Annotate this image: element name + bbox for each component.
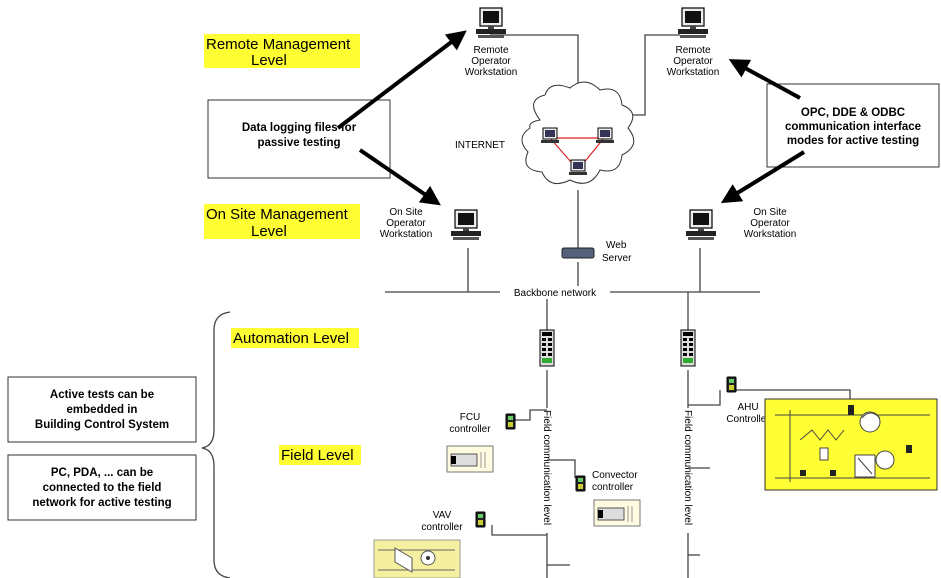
web-server[interactable]: Web Server: [561, 240, 632, 264]
svg-text:On Site: On Site: [753, 207, 787, 218]
on-site-management-level-label: On Site Management Level: [204, 204, 360, 240]
svg-text:Building Control System: Building Control System: [35, 419, 169, 431]
svg-text:Remote Management: Remote Management: [206, 36, 351, 53]
arrow-to-remote-right: [728, 59, 801, 100]
svg-text:Server: Server: [602, 253, 632, 264]
svg-text:Operator: Operator: [673, 56, 713, 67]
svg-text:Workstation: Workstation: [465, 67, 518, 78]
svg-text:Workstation: Workstation: [667, 67, 720, 78]
pc-pda-callout: PC, PDA, ... can be connected to the fie…: [7, 454, 197, 521]
svg-text:Level: Level: [251, 52, 287, 69]
field-communication-label-left: Field communication level: [541, 408, 553, 533]
svg-text:Operator: Operator: [471, 56, 511, 67]
svg-text:VAV: VAV: [433, 510, 452, 521]
svg-text:Operator: Operator: [386, 218, 426, 229]
svg-text:Web: Web: [606, 240, 627, 251]
svg-text:passive testing: passive testing: [257, 137, 340, 149]
arrow-to-onsite-left: [358, 148, 441, 206]
ahu-unit-panel: [764, 398, 938, 491]
svg-text:Convector: Convector: [592, 470, 638, 481]
controller-icon: [505, 413, 516, 430]
arrow-to-onsite-right: [720, 150, 806, 204]
svg-text:Automation Level: Automation Level: [233, 330, 349, 347]
svg-text:On Site: On Site: [389, 207, 423, 218]
workstation-icon: [475, 7, 507, 39]
plc-rack-icon: [680, 329, 696, 367]
radiator-icon: [593, 499, 641, 527]
workstation-icon: [685, 209, 717, 241]
controller-icon: [575, 475, 586, 492]
svg-text:Operator: Operator: [750, 218, 790, 229]
arrow-to-remote-left: [336, 30, 467, 130]
svg-text:Level: Level: [251, 223, 287, 240]
fcu-controller[interactable]: FCU controller: [446, 412, 516, 473]
internet-label: INTERNET: [455, 140, 505, 151]
onsite-workstation-left[interactable]: On Site Operator Workstation: [380, 207, 482, 241]
fan-icon: [875, 450, 895, 470]
svg-text:connected to the field: connected to the field: [43, 482, 162, 494]
router-icon: [561, 247, 595, 259]
controller-icon: [475, 511, 486, 528]
internet-cloud: [521, 81, 635, 185]
fan-icon: [859, 411, 881, 433]
vav-controller[interactable]: VAV controller: [373, 510, 486, 578]
field-level-label: Field Level: [279, 445, 361, 465]
svg-text:Workstation: Workstation: [744, 229, 797, 240]
svg-text:controller: controller: [592, 482, 634, 493]
active-tests-callout: Active tests can be embedded in Building…: [7, 376, 197, 443]
svg-text:controller: controller: [449, 424, 491, 435]
automation-level-label: Automation Level: [231, 328, 359, 348]
onsite-workstation-right[interactable]: On Site Operator Workstation: [685, 207, 797, 241]
svg-text:Controller: Controller: [726, 414, 770, 425]
svg-text:network for active testing: network for active testing: [32, 497, 171, 509]
svg-text:Active tests can be: Active tests can be: [50, 389, 154, 401]
svg-text:AHU: AHU: [737, 402, 758, 413]
controller-icon: [726, 376, 737, 393]
remote-workstation-left[interactable]: Remote Operator Workstation: [465, 7, 518, 78]
svg-text:OPC, DDE & ODBC: OPC, DDE & ODBC: [801, 107, 905, 119]
cloud-icon: [521, 81, 635, 185]
opc-dde-odbc-callout: OPC, DDE & ODBC communication interface …: [766, 83, 940, 168]
svg-text:PC, PDA, ... can be: PC, PDA, ... can be: [51, 467, 153, 479]
radiator-icon: [446, 445, 494, 473]
ahu-controller[interactable]: AHU Controller: [726, 376, 938, 491]
workstation-icon: [677, 7, 709, 39]
svg-text:controller: controller: [421, 522, 463, 533]
plc-rack-icon: [539, 329, 555, 367]
svg-text:FCU: FCU: [460, 412, 481, 423]
remote-workstation-right[interactable]: Remote Operator Workstation: [667, 7, 720, 78]
svg-text:Field Level: Field Level: [281, 447, 354, 464]
backbone-network-label: Backbone network: [514, 288, 597, 299]
svg-text:Remote: Remote: [675, 45, 710, 56]
svg-text:embedded in: embedded in: [67, 404, 138, 416]
svg-text:Field communication level: Field communication level: [682, 410, 693, 525]
svg-text:Field communication level: Field communication level: [541, 410, 552, 525]
svg-text:Remote: Remote: [473, 45, 508, 56]
vav-unit-panel: [373, 539, 461, 578]
field-communication-label-right: Field communication level: [682, 408, 694, 533]
svg-text:communication interface: communication interface: [785, 121, 921, 133]
svg-text:Workstation: Workstation: [380, 229, 433, 240]
svg-text:Data logging files for: Data logging files for: [242, 122, 357, 134]
level-brace: [201, 311, 231, 578]
remote-management-level-label: Remote Management Level: [204, 34, 360, 69]
svg-text:modes for active testing: modes for active testing: [787, 135, 919, 147]
convector-controller[interactable]: Convector controller: [575, 470, 641, 527]
workstation-icon: [450, 209, 482, 241]
svg-text:On Site Management: On Site Management: [206, 206, 349, 223]
